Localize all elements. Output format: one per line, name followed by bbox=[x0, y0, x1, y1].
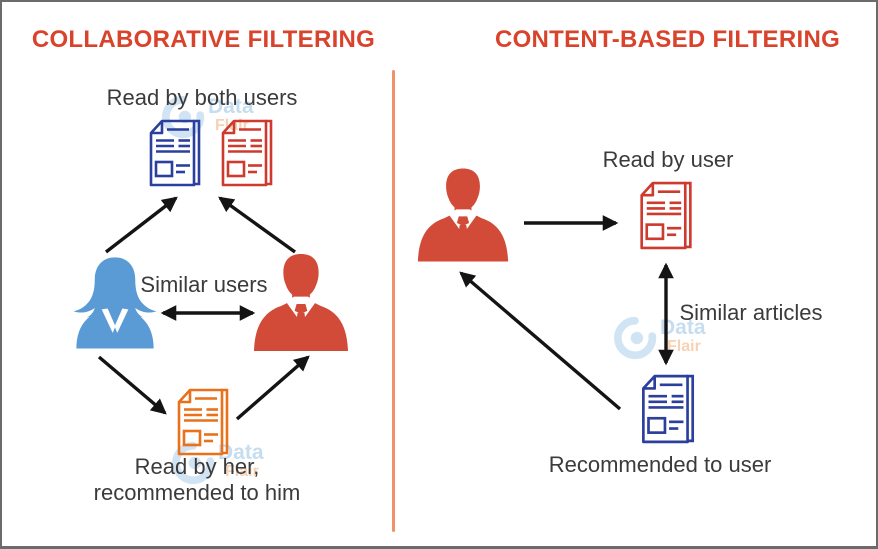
arrow-woman-to-orange-doc bbox=[97, 355, 167, 415]
arrow-woman-to-blue-doc bbox=[104, 196, 178, 254]
read-by-her-label: Read by her, recommended to him bbox=[52, 454, 342, 506]
read-by-her-line2: recommended to him bbox=[93, 480, 301, 505]
collaborative-filtering-title: COLLABORATIVE FILTERING bbox=[31, 26, 376, 53]
content-based-filtering-title: CONTENT-BASED FILTERING bbox=[494, 26, 841, 53]
arrow-orange-doc-to-man bbox=[235, 355, 310, 421]
read-by-both-users-label: Read by both users bbox=[106, 85, 298, 110]
panel-divider bbox=[392, 70, 395, 532]
read-by-user-label: Read by user bbox=[602, 147, 734, 172]
similar-users-label: Similar users bbox=[140, 272, 268, 297]
arrow-blue-doc-to-user bbox=[459, 271, 622, 411]
similar-articles-label: Similar articles bbox=[679, 300, 823, 325]
recommended-to-user-label: Recommended to user bbox=[548, 452, 772, 477]
arrow-man-to-red-doc bbox=[218, 196, 296, 254]
read-by-her-line1: Read by her, bbox=[134, 454, 260, 479]
